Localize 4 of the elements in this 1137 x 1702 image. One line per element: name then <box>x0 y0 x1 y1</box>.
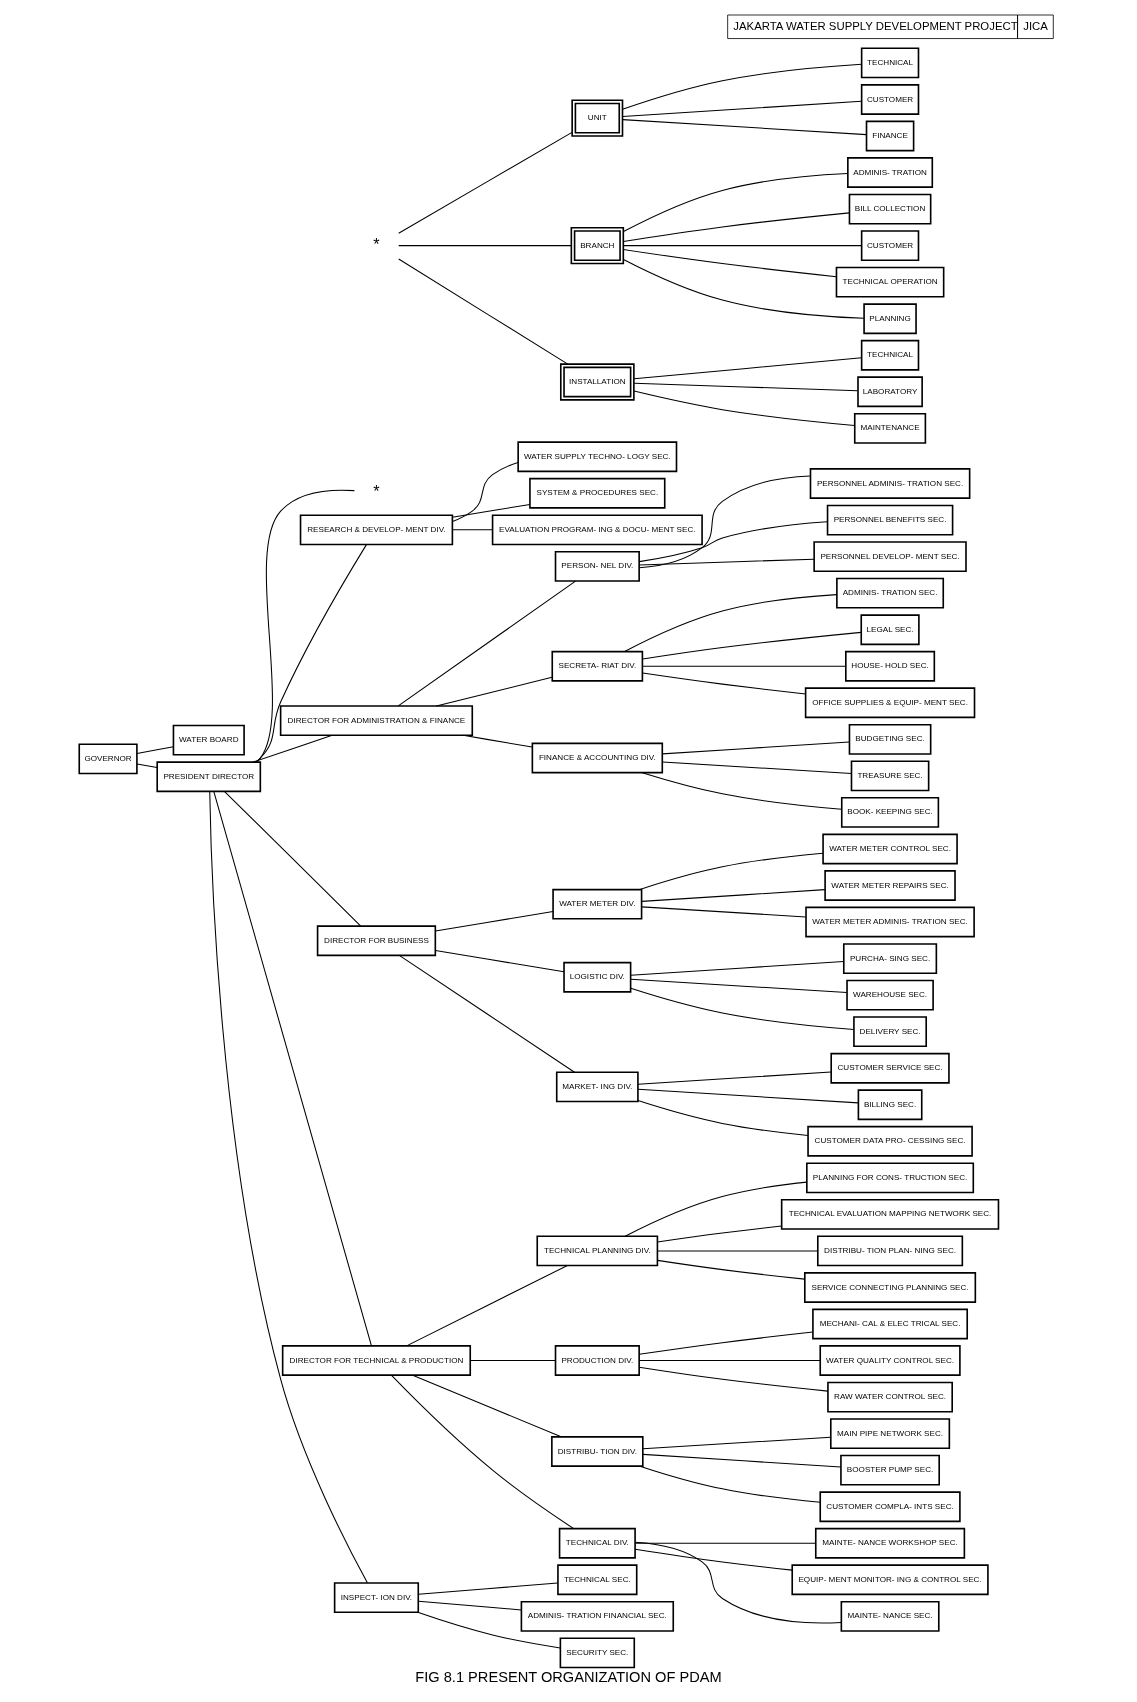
label: JICA <box>1023 19 1048 32</box>
diagram-title: FIG 8.1 PRESENT ORGANIZATION OF PDAM <box>415 1669 722 1686</box>
node-text: * <box>373 482 380 501</box>
node-text: * <box>373 234 380 253</box>
